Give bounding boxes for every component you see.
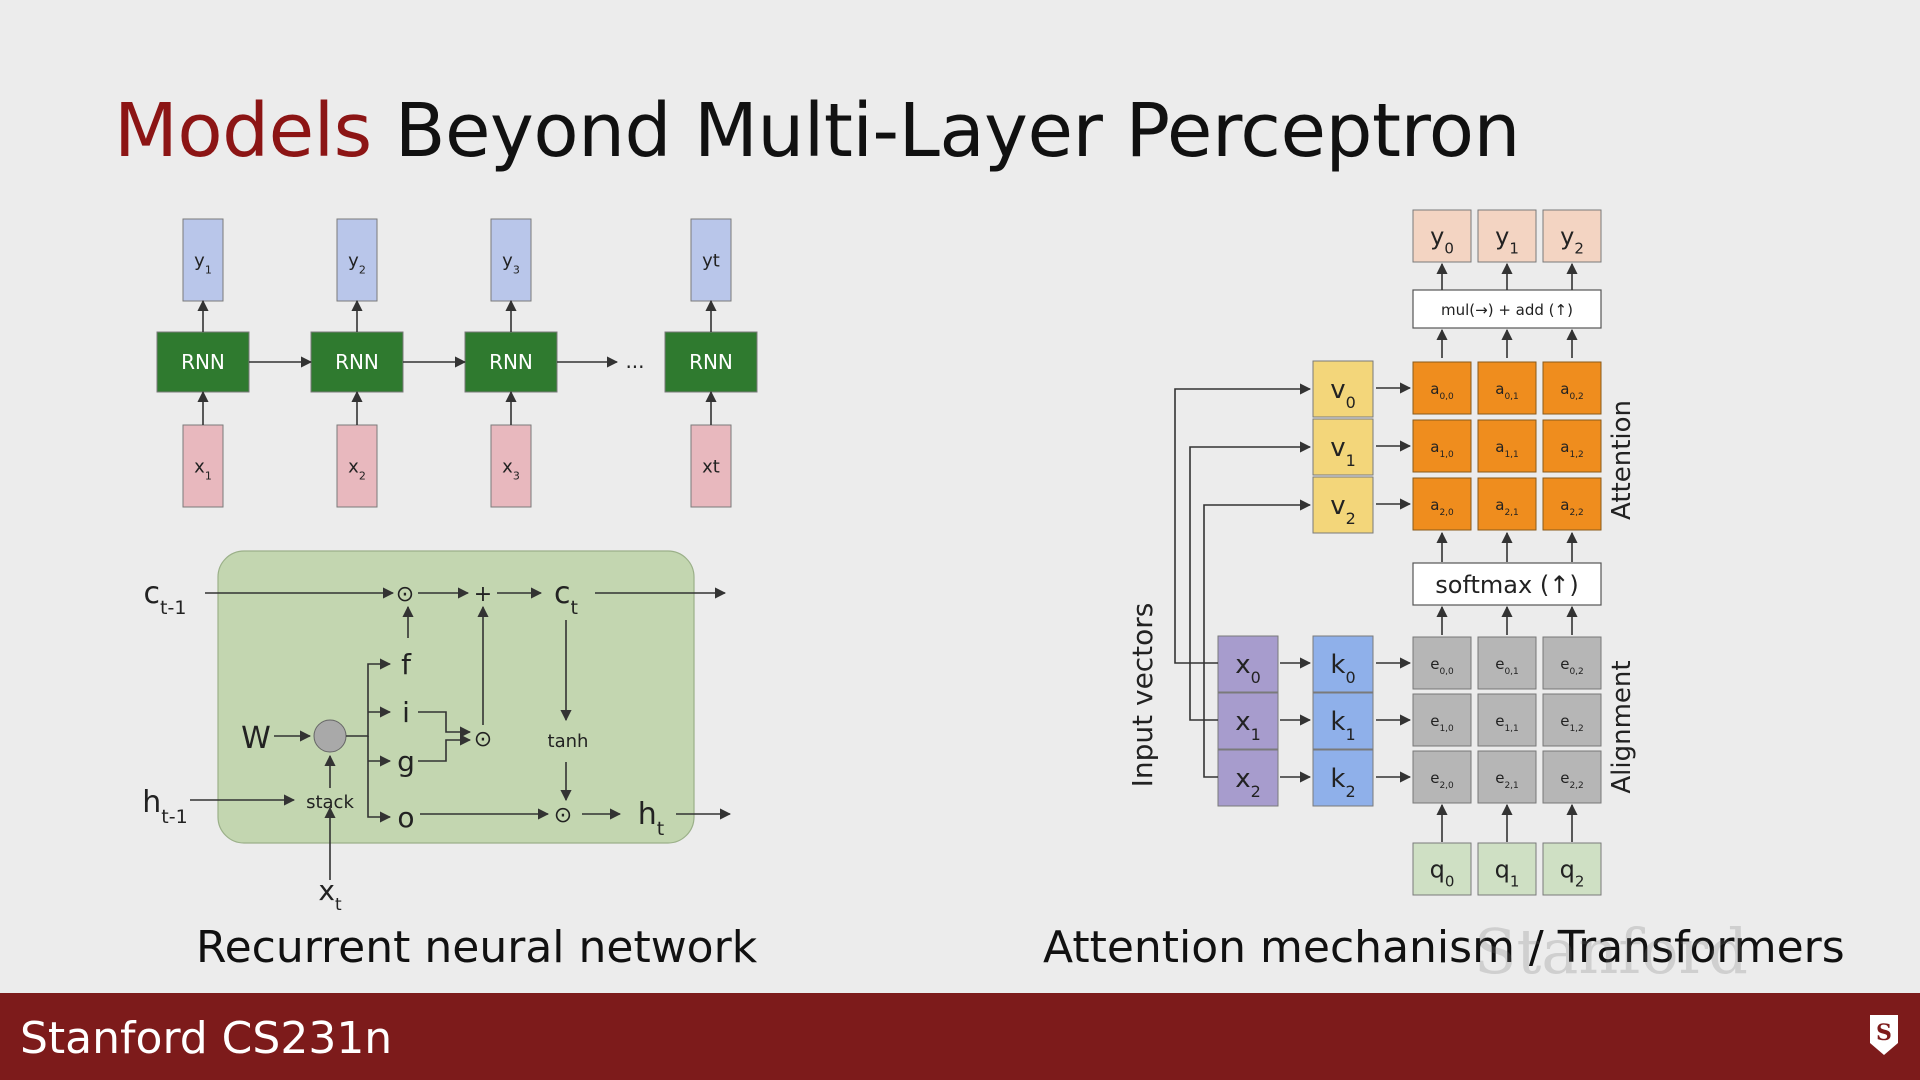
- lstm-h-prev-label: ht-1: [142, 785, 187, 828]
- attention-weight-cell: [1477, 361, 1537, 415]
- input-vector-node: [1217, 749, 1279, 807]
- value-node: [1312, 476, 1374, 534]
- lstm-input-mul: ⊙: [474, 727, 492, 752]
- attention-weight-cell: [1542, 361, 1602, 415]
- key-node: [1312, 692, 1374, 750]
- lstm-g-path: [418, 734, 472, 762]
- value-node: [1312, 360, 1374, 418]
- rnn-input-node: [336, 424, 378, 508]
- rnn-cell: [464, 331, 558, 393]
- lstm-tanh-label: tanh: [548, 731, 589, 752]
- key-node: [1312, 749, 1374, 807]
- query-node: [1477, 842, 1537, 896]
- alignment-score-cell: [1477, 636, 1537, 690]
- rnn-cell-label: RNN: [335, 350, 379, 374]
- softmax-label: softmax (↑): [1435, 571, 1578, 599]
- lstm-weight-label: W: [241, 721, 271, 756]
- attention-caption: Attention mechanism / Transformers: [1043, 922, 1845, 973]
- alignment-side-label: Alignment: [1607, 660, 1637, 793]
- rnn-cell: [664, 331, 758, 393]
- rnn-input-node-label: xt: [702, 456, 720, 477]
- rnn-output-node: [690, 218, 732, 302]
- softmax-box: [1412, 562, 1602, 606]
- course-name: Stanford CS231n: [20, 1013, 393, 1064]
- input-to-value-path: [1174, 383, 1312, 664]
- query-node: [1412, 842, 1472, 896]
- lstm-c-prev-label: ct-1: [144, 576, 187, 619]
- lstm-gate-i: i: [402, 696, 410, 729]
- alignment-score-cell: [1412, 636, 1472, 690]
- footer-bar: Stanford CS231n S: [0, 993, 1920, 1080]
- attention-weight-cell: [1542, 419, 1602, 473]
- mul-add-label: mul(→) + add (↑): [1441, 301, 1573, 319]
- lstm-output-mul: ⊙: [554, 803, 572, 828]
- rnn-cell-label: RNN: [181, 350, 225, 374]
- stanford-watermark: Stanford: [1474, 915, 1748, 988]
- slide-title: Models Beyond Multi-Layer Perceptron: [114, 88, 1520, 174]
- lstm-gate-o-path: [367, 736, 392, 823]
- title-highlight: Models: [114, 88, 372, 174]
- attn-output-node: [1412, 209, 1472, 263]
- lstm-gate-g: g: [397, 745, 415, 778]
- lstm-stack-label: stack: [306, 792, 354, 813]
- input-vector-node: [1217, 635, 1279, 693]
- alignment-score-cell: [1477, 693, 1537, 747]
- lstm-cell-add: +: [474, 582, 492, 607]
- rnn-cell-label: RNN: [489, 350, 533, 374]
- lstm-gate-o: o: [397, 801, 414, 834]
- lstm-cell-body: [217, 550, 695, 844]
- alignment-score-cell: [1542, 693, 1602, 747]
- alignment-score-cell: [1477, 750, 1537, 804]
- attention-weight-cell: [1542, 477, 1602, 531]
- title-rest: Beyond Multi-Layer Perceptron: [394, 88, 1521, 174]
- lstm-gate-f-path: [346, 658, 392, 737]
- mul-add-box: [1412, 289, 1602, 329]
- input-vectors-label: Input vectors: [1126, 603, 1159, 788]
- alignment-score-cell: [1542, 750, 1602, 804]
- rnn-ellipsis: ...: [625, 349, 644, 373]
- rnn-caption: Recurrent neural network: [196, 922, 758, 973]
- value-node: [1312, 418, 1374, 476]
- rnn-output-node: [336, 218, 378, 302]
- key-node: [1312, 635, 1374, 693]
- input-to-value-path: [1203, 499, 1312, 778]
- rnn-input-node: [690, 424, 732, 508]
- alignment-score-cell: [1542, 636, 1602, 690]
- attention-weight-cell: [1412, 361, 1472, 415]
- lstm-gate-f: f: [401, 648, 412, 681]
- input-vector-node: [1217, 692, 1279, 750]
- alignment-score-cell: [1412, 693, 1472, 747]
- stanford-logo-icon: S: [1870, 1015, 1898, 1055]
- attention-side-label: Attention: [1607, 400, 1637, 520]
- query-node: [1542, 842, 1602, 896]
- attn-output-node: [1542, 209, 1602, 263]
- lstm-i-path: [418, 711, 472, 738]
- attention-weight-cell: [1412, 419, 1472, 473]
- alignment-score-cell: [1412, 750, 1472, 804]
- rnn-output-node: [490, 218, 532, 302]
- attn-output-node: [1477, 209, 1537, 263]
- lstm-forget-mul: ⊙: [396, 582, 414, 607]
- attention-weight-cell: [1477, 477, 1537, 531]
- attention-weight-cell: [1477, 419, 1537, 473]
- rnn-output-node-label: yt: [702, 250, 720, 271]
- attention-weight-cell: [1412, 477, 1472, 531]
- rnn-input-node: [182, 424, 224, 508]
- lstm-stack-node: [313, 719, 347, 753]
- rnn-cell-label: RNN: [689, 350, 733, 374]
- lstm-x-in-label: xt: [318, 874, 342, 915]
- svg-text:S: S: [1876, 1020, 1892, 1046]
- rnn-diagram: y1x1RNNy2x2RNNy3x3RNNytxtRNN...: [156, 218, 758, 508]
